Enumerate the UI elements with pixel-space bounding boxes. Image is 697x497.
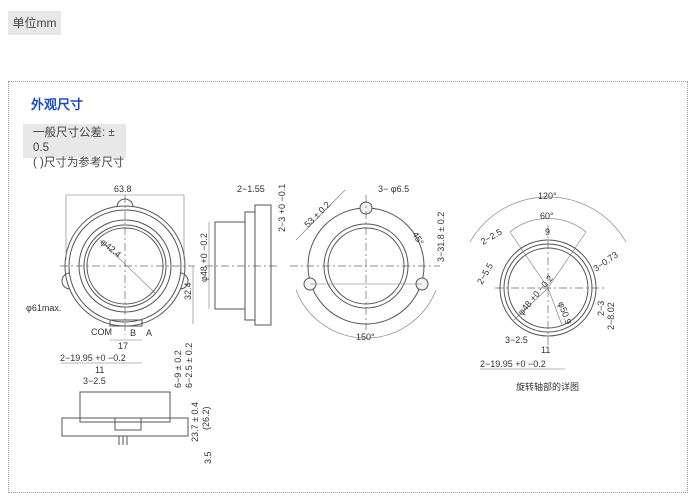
front-height-label: 32.4 <box>183 282 193 300</box>
back-angle45-label: 45° <box>410 230 426 247</box>
bottom-w11-label: 11 <box>95 365 104 375</box>
bottom-h9-label: 6−9 ± 0.2 <box>173 350 183 388</box>
side-slot-label: 2−1.55 <box>237 184 265 194</box>
detail-d509-label: φ50.9 <box>556 300 573 325</box>
back-pitch-label: 3−31.8 ± 0.2 <box>436 212 446 262</box>
section-title: 外观尺寸 <box>31 97 84 112</box>
detail-view: 120° 60° 9 2−2.5 2−5.5 3−0.73 φ48 +0 −0.… <box>469 191 627 392</box>
front-pin-pitch-label: 17 <box>118 341 128 351</box>
side-view: φ48 +0 −0.2 2−1.55 2−3 +0 −0.1 <box>199 184 287 326</box>
bottom-h25-label: 6−2.5 ± 0.2 <box>184 343 194 388</box>
front-view: 63.8 φ42.4 φ61max. 32.4 17 COM B A <box>26 184 195 351</box>
back-angle150-label: 150° <box>356 332 375 342</box>
detail-caption: 旋转轴部的详图 <box>516 381 579 392</box>
bottom-h262-label: (26.2) <box>201 406 211 430</box>
tolerance-note: 一般尺寸公差: ± 0.5 ( )尺寸为参考尺寸 <box>23 124 126 169</box>
detail-d48-label: φ48 +0 −0.2 <box>516 273 555 317</box>
unit-label: 单位mm <box>8 11 61 35</box>
bottom-view: 2−19.95 +0 −0.2 11 3−2.5 6−9 ± 0.2 6−2.5… <box>60 343 213 464</box>
detail-a120-label: 120° <box>538 191 557 201</box>
bottom-width-label: 2−19.95 +0 −0.2 <box>60 353 126 363</box>
back-view: 53 ± 0.2 3− φ6.5 45° 3−31.8 ± 0.2 150° <box>290 184 446 342</box>
detail-w9-label: 9 <box>545 227 550 237</box>
detail-a60-label: 60° <box>540 211 554 221</box>
detail-w1995-label: 2−19.95 +0 −0.2 <box>480 359 546 369</box>
side-dia-label: φ48 +0 −0.2 <box>199 233 209 282</box>
detail-w11-label: 11 <box>541 345 550 355</box>
pin-a-label: A <box>146 328 152 338</box>
detail-s225-label: 2−2.5 <box>479 227 504 247</box>
bottom-h35-label: 3.5 <box>203 451 213 464</box>
back-hole-label: 3− φ6.5 <box>378 184 409 194</box>
detail-s073-label: 3−0.73 <box>591 250 619 274</box>
detail-h23-label: 2−3 <box>596 301 606 316</box>
detail-s255-label: 2−5.5 <box>475 261 495 286</box>
back-dist-label: 53 ± 0.2 <box>302 199 332 229</box>
front-outer-dia-label: φ61max. <box>26 303 61 313</box>
reference-note-line: ( )尺寸为参考尺寸 <box>33 157 125 169</box>
pin-b-label: B <box>130 328 136 338</box>
tolerance-note-line: 一般尺寸公差: ± 0.5 <box>33 127 115 154</box>
bottom-h237-label: 23.7 ± 0.4 <box>190 402 200 442</box>
bottom-w25-label: 3−2.5 <box>83 376 106 386</box>
pin-com-label: COM <box>91 327 112 337</box>
detail-w25-label: 3−2.5 <box>505 335 528 345</box>
side-slot-depth-label: 2−3 +0 −0.1 <box>277 184 287 232</box>
front-width-label: 63.8 <box>114 184 132 194</box>
detail-h802-label: 2−8.02 <box>606 302 616 330</box>
front-inner-dia-label: φ42.4 <box>99 237 123 260</box>
dimensions-panel: 外观尺寸 一般尺寸公差: ± 0.5 ( )尺寸为参考尺寸 <box>8 81 688 493</box>
